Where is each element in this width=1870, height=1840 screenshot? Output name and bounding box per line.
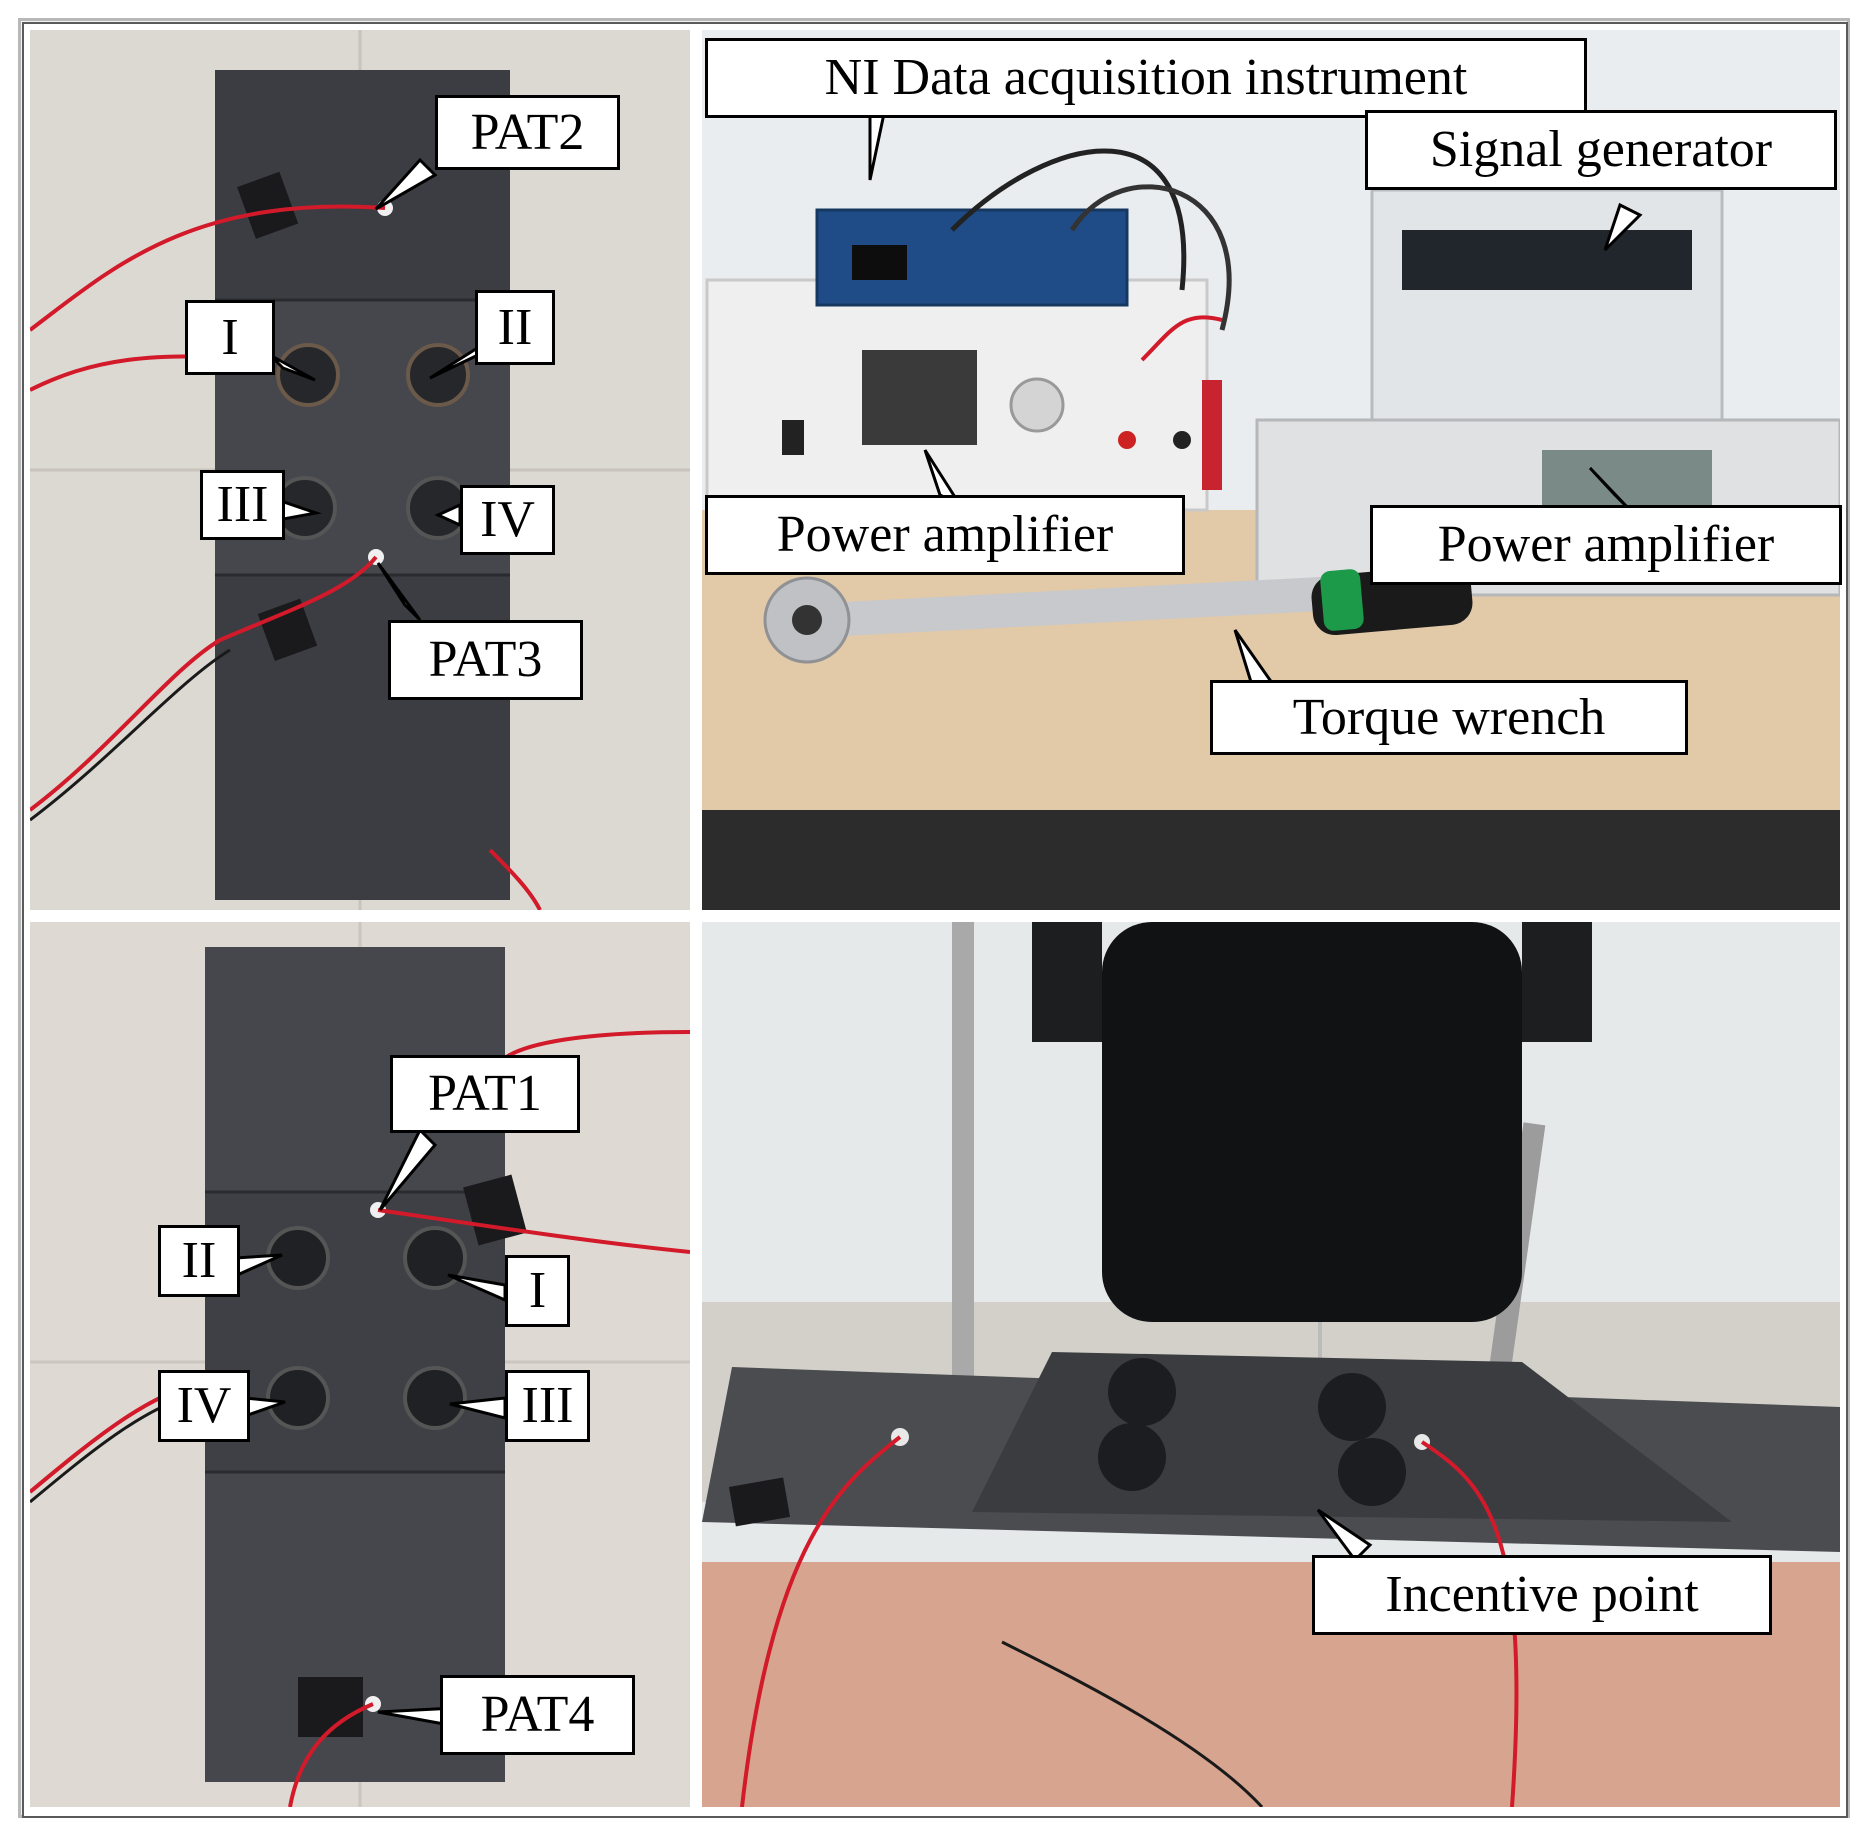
label-bolt-3-top: III [200, 470, 285, 540]
panel-bottom-left-photo [30, 922, 690, 1807]
label-bolt-4-bottom: IV [158, 1370, 250, 1442]
label-torque-wrench: Torque wrench [1210, 680, 1688, 755]
panel-top-left-photo [30, 30, 690, 910]
label-pat1: PAT1 [390, 1055, 580, 1133]
label-bolt-2-top: II [475, 290, 555, 365]
excitation-photo [702, 922, 1840, 1807]
panel-bottom-right-photo [702, 922, 1840, 1807]
label-pat2: PAT2 [435, 95, 620, 170]
label-power-amplifier-left: Power amplifier [705, 495, 1185, 575]
label-signal-generator: Signal generator [1365, 110, 1837, 190]
label-bolt-1-bottom: I [505, 1255, 570, 1327]
label-power-amplifier-right: Power amplifier [1370, 505, 1842, 585]
label-pat4: PAT4 [440, 1675, 635, 1755]
plate-photo-bottom [30, 922, 690, 1807]
label-bolt-2-bottom: II [158, 1225, 240, 1297]
label-incentive-point: Incentive point [1312, 1555, 1772, 1635]
label-ni-data-acquisition: NI Data acquisition instrument [705, 38, 1587, 118]
label-bolt-3-bottom: III [505, 1370, 590, 1442]
label-bolt-1-top: I [185, 300, 275, 375]
label-bolt-4-top: IV [460, 485, 555, 555]
label-pat3: PAT3 [388, 620, 583, 700]
